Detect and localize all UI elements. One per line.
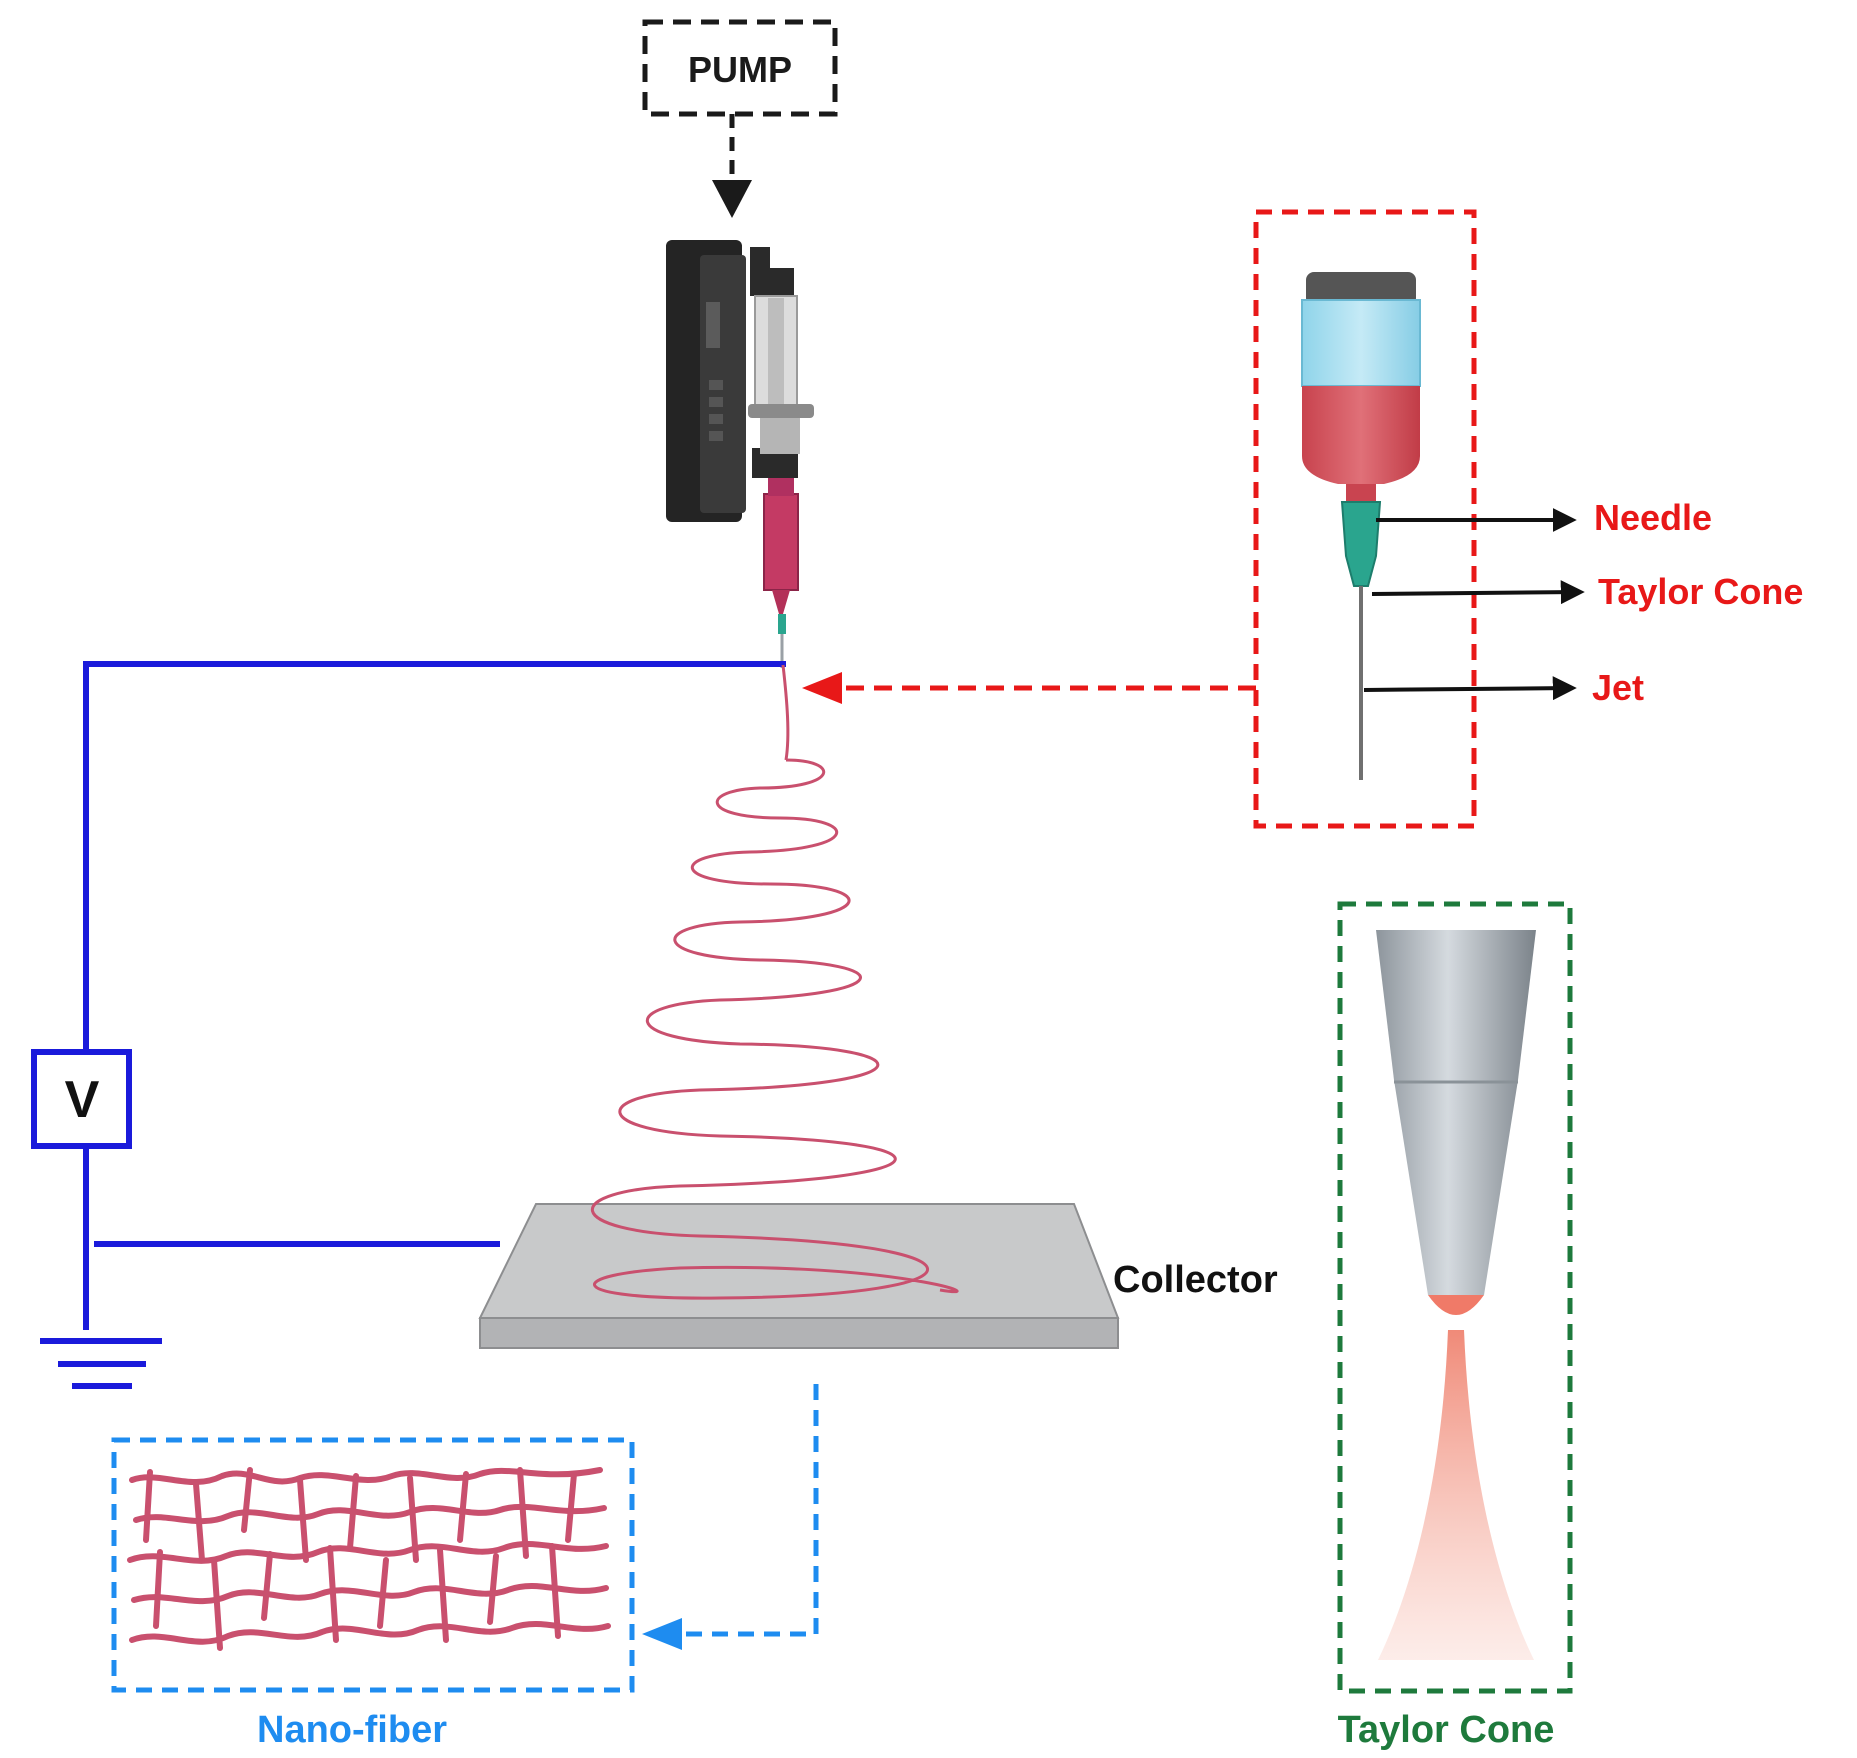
nanofiber-mat xyxy=(127,1467,611,1651)
syringe-pump-icon xyxy=(666,240,814,668)
needle-inset: Needle Taylor Cone Jet xyxy=(1253,209,1803,829)
pump-feed-arrow xyxy=(712,114,752,218)
ground-symbol-icon xyxy=(40,1338,162,1389)
pump-box: PUMP xyxy=(642,19,838,117)
voltage-label: V xyxy=(65,1071,100,1129)
collector-plate xyxy=(478,1203,1120,1349)
needle-label: Needle xyxy=(1594,497,1712,538)
high-voltage-circuit xyxy=(83,661,786,1330)
taylor-cone-inset: Taylor Cone xyxy=(1337,901,1573,1751)
inset-pointer-arrow xyxy=(802,672,1256,704)
taylor-cone-callout-label: Taylor Cone xyxy=(1598,571,1803,612)
collector-label: Collector xyxy=(1113,1259,1278,1301)
nanofiber-caption: Nano-fiber xyxy=(257,1709,447,1751)
taylor-cone-caption: Taylor Cone xyxy=(1338,1709,1555,1751)
collector-to-nanofiber-arrow xyxy=(642,1384,819,1650)
nanofiber-inset: Nano-fiber xyxy=(111,1437,635,1751)
pump-label: PUMP xyxy=(688,49,792,90)
jet-label: Jet xyxy=(1592,667,1644,708)
whipping-jet-spiral xyxy=(591,664,959,1300)
syringe-icon xyxy=(1301,272,1421,780)
voltage-source: V xyxy=(31,1049,132,1149)
